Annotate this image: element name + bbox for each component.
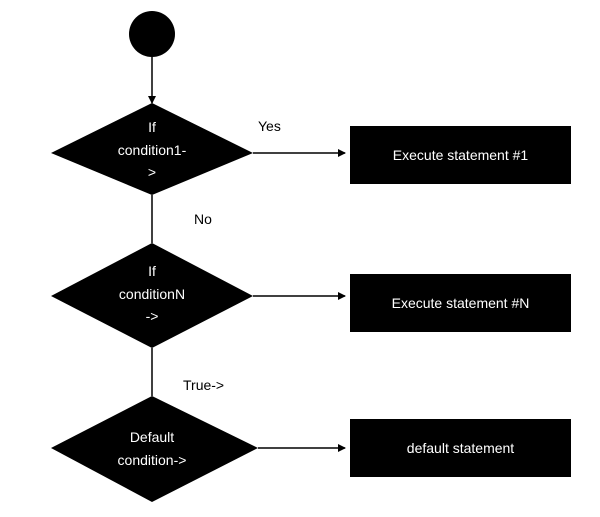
decision-diamond xyxy=(51,243,253,348)
edge-label-yes: Yes xyxy=(258,118,281,134)
decision-node-condition-n: If conditionN -> xyxy=(51,243,253,348)
action-box xyxy=(350,126,571,184)
decision-diamond xyxy=(51,103,253,195)
decision-node-default: Default condition-> xyxy=(51,396,258,502)
action-box xyxy=(350,419,571,477)
decision-node-condition-1: If condition1- > xyxy=(51,103,253,195)
decision-label-line: If xyxy=(148,263,156,279)
decision-label-line: condition1- xyxy=(118,142,187,158)
start-node xyxy=(129,11,175,57)
action-label: default statement xyxy=(407,440,515,456)
edge-label-no: No xyxy=(194,211,212,227)
action-label: Execute statement #1 xyxy=(393,147,529,163)
decision-label-line: conditionN xyxy=(119,286,185,302)
action-label: Execute statement #N xyxy=(392,295,530,311)
action-node-statement-n: Execute statement #N xyxy=(350,274,571,332)
action-node-default-statement: default statement xyxy=(350,419,571,477)
decision-label-line: -> xyxy=(146,308,159,324)
decision-label-line: > xyxy=(148,164,156,180)
action-box xyxy=(350,274,571,332)
decision-label-line: If xyxy=(148,119,156,135)
action-node-statement-1: Execute statement #1 xyxy=(350,126,571,184)
edge-label-true: True-> xyxy=(183,377,224,393)
decision-label-line: Default xyxy=(130,429,174,445)
decision-label-line: condition-> xyxy=(118,452,187,468)
decision-diamond xyxy=(51,396,258,502)
